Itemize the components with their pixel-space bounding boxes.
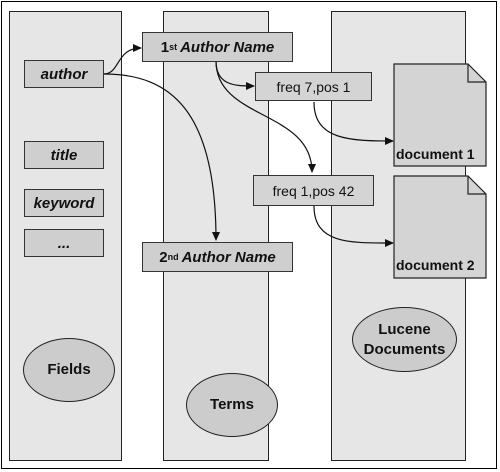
document-1-shape — [393, 63, 487, 167]
term-first-name: Author Name — [180, 38, 275, 56]
terms-label: Terms — [210, 396, 254, 413]
arrow-first-term-to-posting-2 — [215, 60, 316, 173]
field-title: title — [24, 141, 104, 169]
documents-label-line2: Documents — [363, 340, 446, 358]
field-more: ... — [24, 229, 104, 257]
document-1-label: document 1 — [396, 146, 475, 162]
arrow-posting-1-to-document-1 — [313, 101, 394, 145]
term-second-ordinal: 2 — [159, 248, 168, 266]
document-2-label: document 2 — [396, 257, 475, 273]
document-2-shape — [393, 175, 487, 279]
posting-freq-1: freq 1,pos 42 — [253, 175, 374, 206]
arrow-author-to-first-term — [103, 44, 142, 75]
fields-ellipse: Fields — [23, 338, 115, 402]
posting-freq-7: freq 7,pos 1 — [255, 72, 372, 101]
field-keyword: keyword — [24, 189, 104, 217]
arrow-author-to-second-term — [103, 73, 220, 241]
terms-ellipse: Terms — [186, 373, 278, 437]
term-first-ordinal: 1 — [160, 38, 170, 56]
arrow-posting-2-to-document-2 — [313, 205, 394, 248]
documents-label-line1: Lucene — [378, 320, 431, 338]
term-first-suffix: st — [169, 42, 178, 52]
fields-label: Fields — [47, 361, 91, 378]
field-author: author — [24, 60, 104, 88]
documents-ellipse: Lucene Documents — [352, 307, 457, 372]
term-second-suffix: nd — [167, 252, 179, 262]
term-second-name: Author Name — [181, 248, 276, 266]
